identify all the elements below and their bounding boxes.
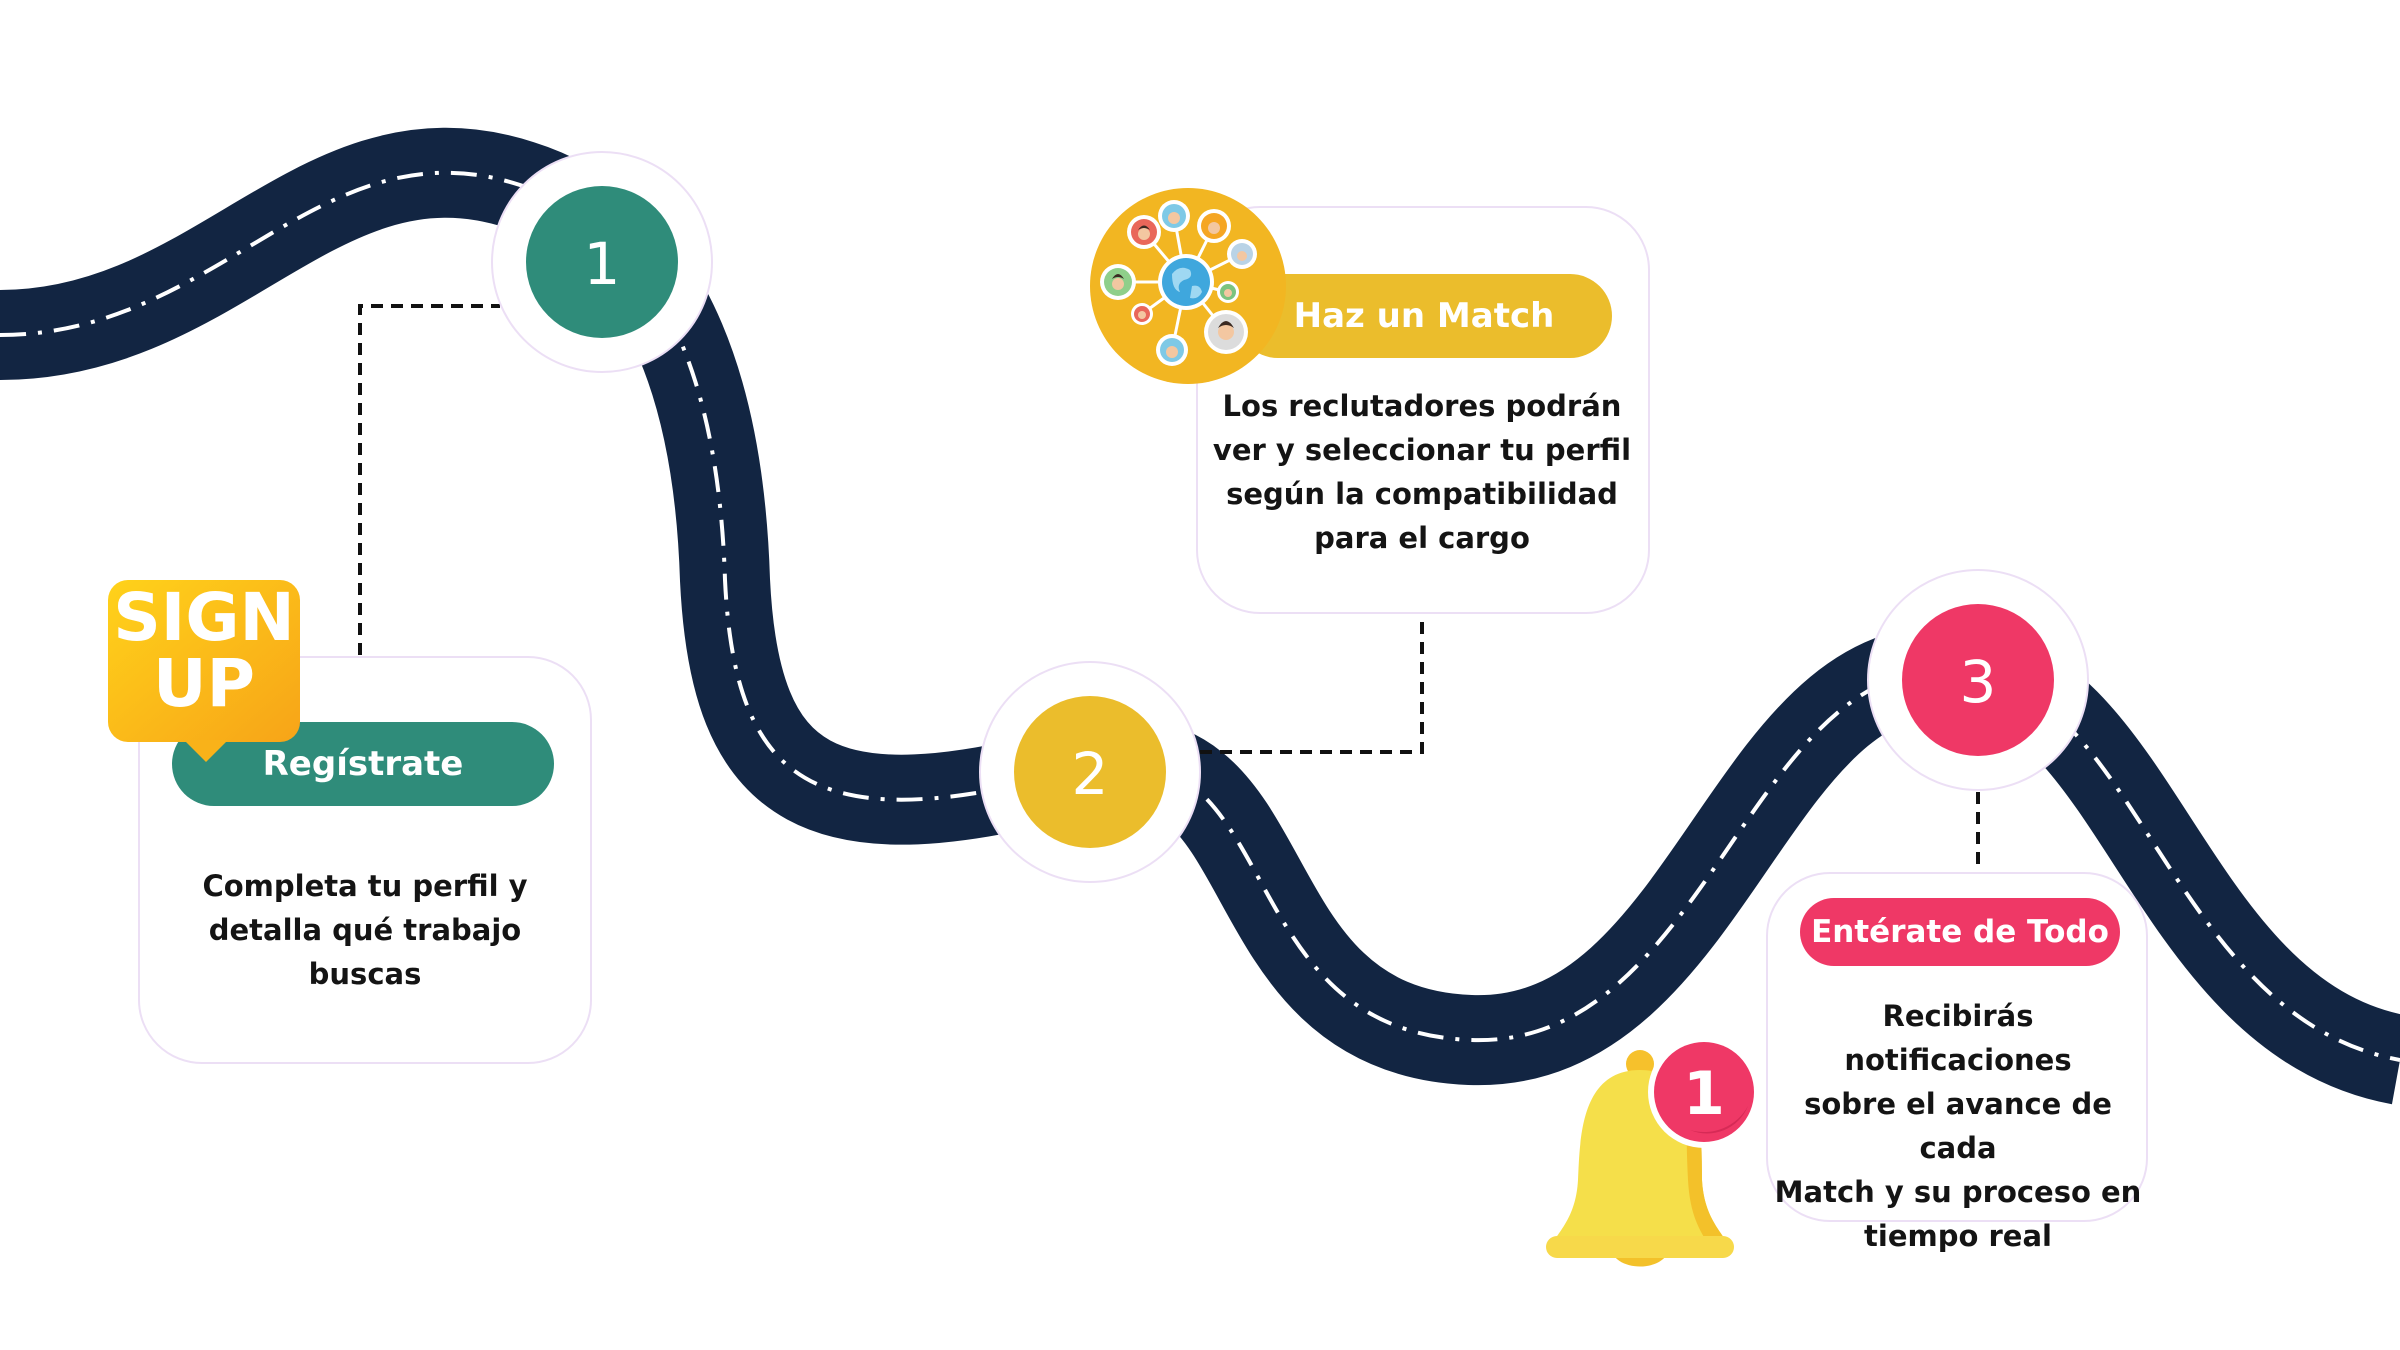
step3-desc-line: sobre el avance de cada — [1804, 1087, 2112, 1165]
step2-desc-line: para el cargo — [1314, 521, 1530, 555]
step1-desc-line: Completa tu perfil y — [202, 869, 528, 903]
step3-title: Entérate de Todo — [1811, 914, 2109, 950]
step1-desc-line: detalla qué trabajo — [208, 913, 522, 947]
network-people-globe-icon — [1090, 188, 1286, 384]
bell-badge-count: 1 — [1683, 1059, 1725, 1129]
step-number-1: 1 — [584, 230, 621, 298]
step2-title-pill: Haz un Match — [1236, 274, 1612, 358]
sign-up-text-line1: SIGN — [113, 579, 295, 656]
step-number-2: 2 — [1072, 740, 1109, 808]
step1-description: Completa tu perfil y detalla qué trabajo… — [160, 864, 570, 996]
step3-desc-line: Recibirás notificaciones — [1844, 999, 2072, 1077]
step2-title: Haz un Match — [1293, 296, 1555, 336]
sign-up-badge-icon: SIGN UP — [106, 578, 302, 764]
sign-up-text-line2: UP — [153, 645, 255, 722]
step3-desc-line: tiempo real — [1864, 1219, 2052, 1253]
step2-desc-line: según la compatibilidad — [1226, 477, 1618, 511]
step3-description: Recibirás notificaciones sobre el avance… — [1772, 994, 2144, 1258]
step2-desc-line: ver y seleccionar tu perfil — [1212, 433, 1632, 467]
step-marker-2: 2 — [979, 661, 1201, 883]
step1-desc-line: buscas — [308, 957, 422, 991]
step-marker-3: 3 — [1867, 569, 2089, 791]
step3-title-pill: Entérate de Todo — [1800, 898, 2120, 966]
step2-description: Los reclutadores podrán ver y selecciona… — [1206, 384, 1638, 560]
connector-step1 — [358, 304, 500, 655]
step3-desc-line: Match y su proceso en — [1774, 1175, 2142, 1209]
step-number-3: 3 — [1960, 648, 1997, 716]
notification-bell-icon: 1 — [1546, 1036, 1760, 1267]
step2-desc-line: Los reclutadores podrán — [1222, 389, 1622, 423]
step1-title: Regístrate — [262, 744, 464, 784]
step-marker-1: 1 — [491, 151, 713, 373]
connector-step2 — [1200, 612, 1424, 754]
